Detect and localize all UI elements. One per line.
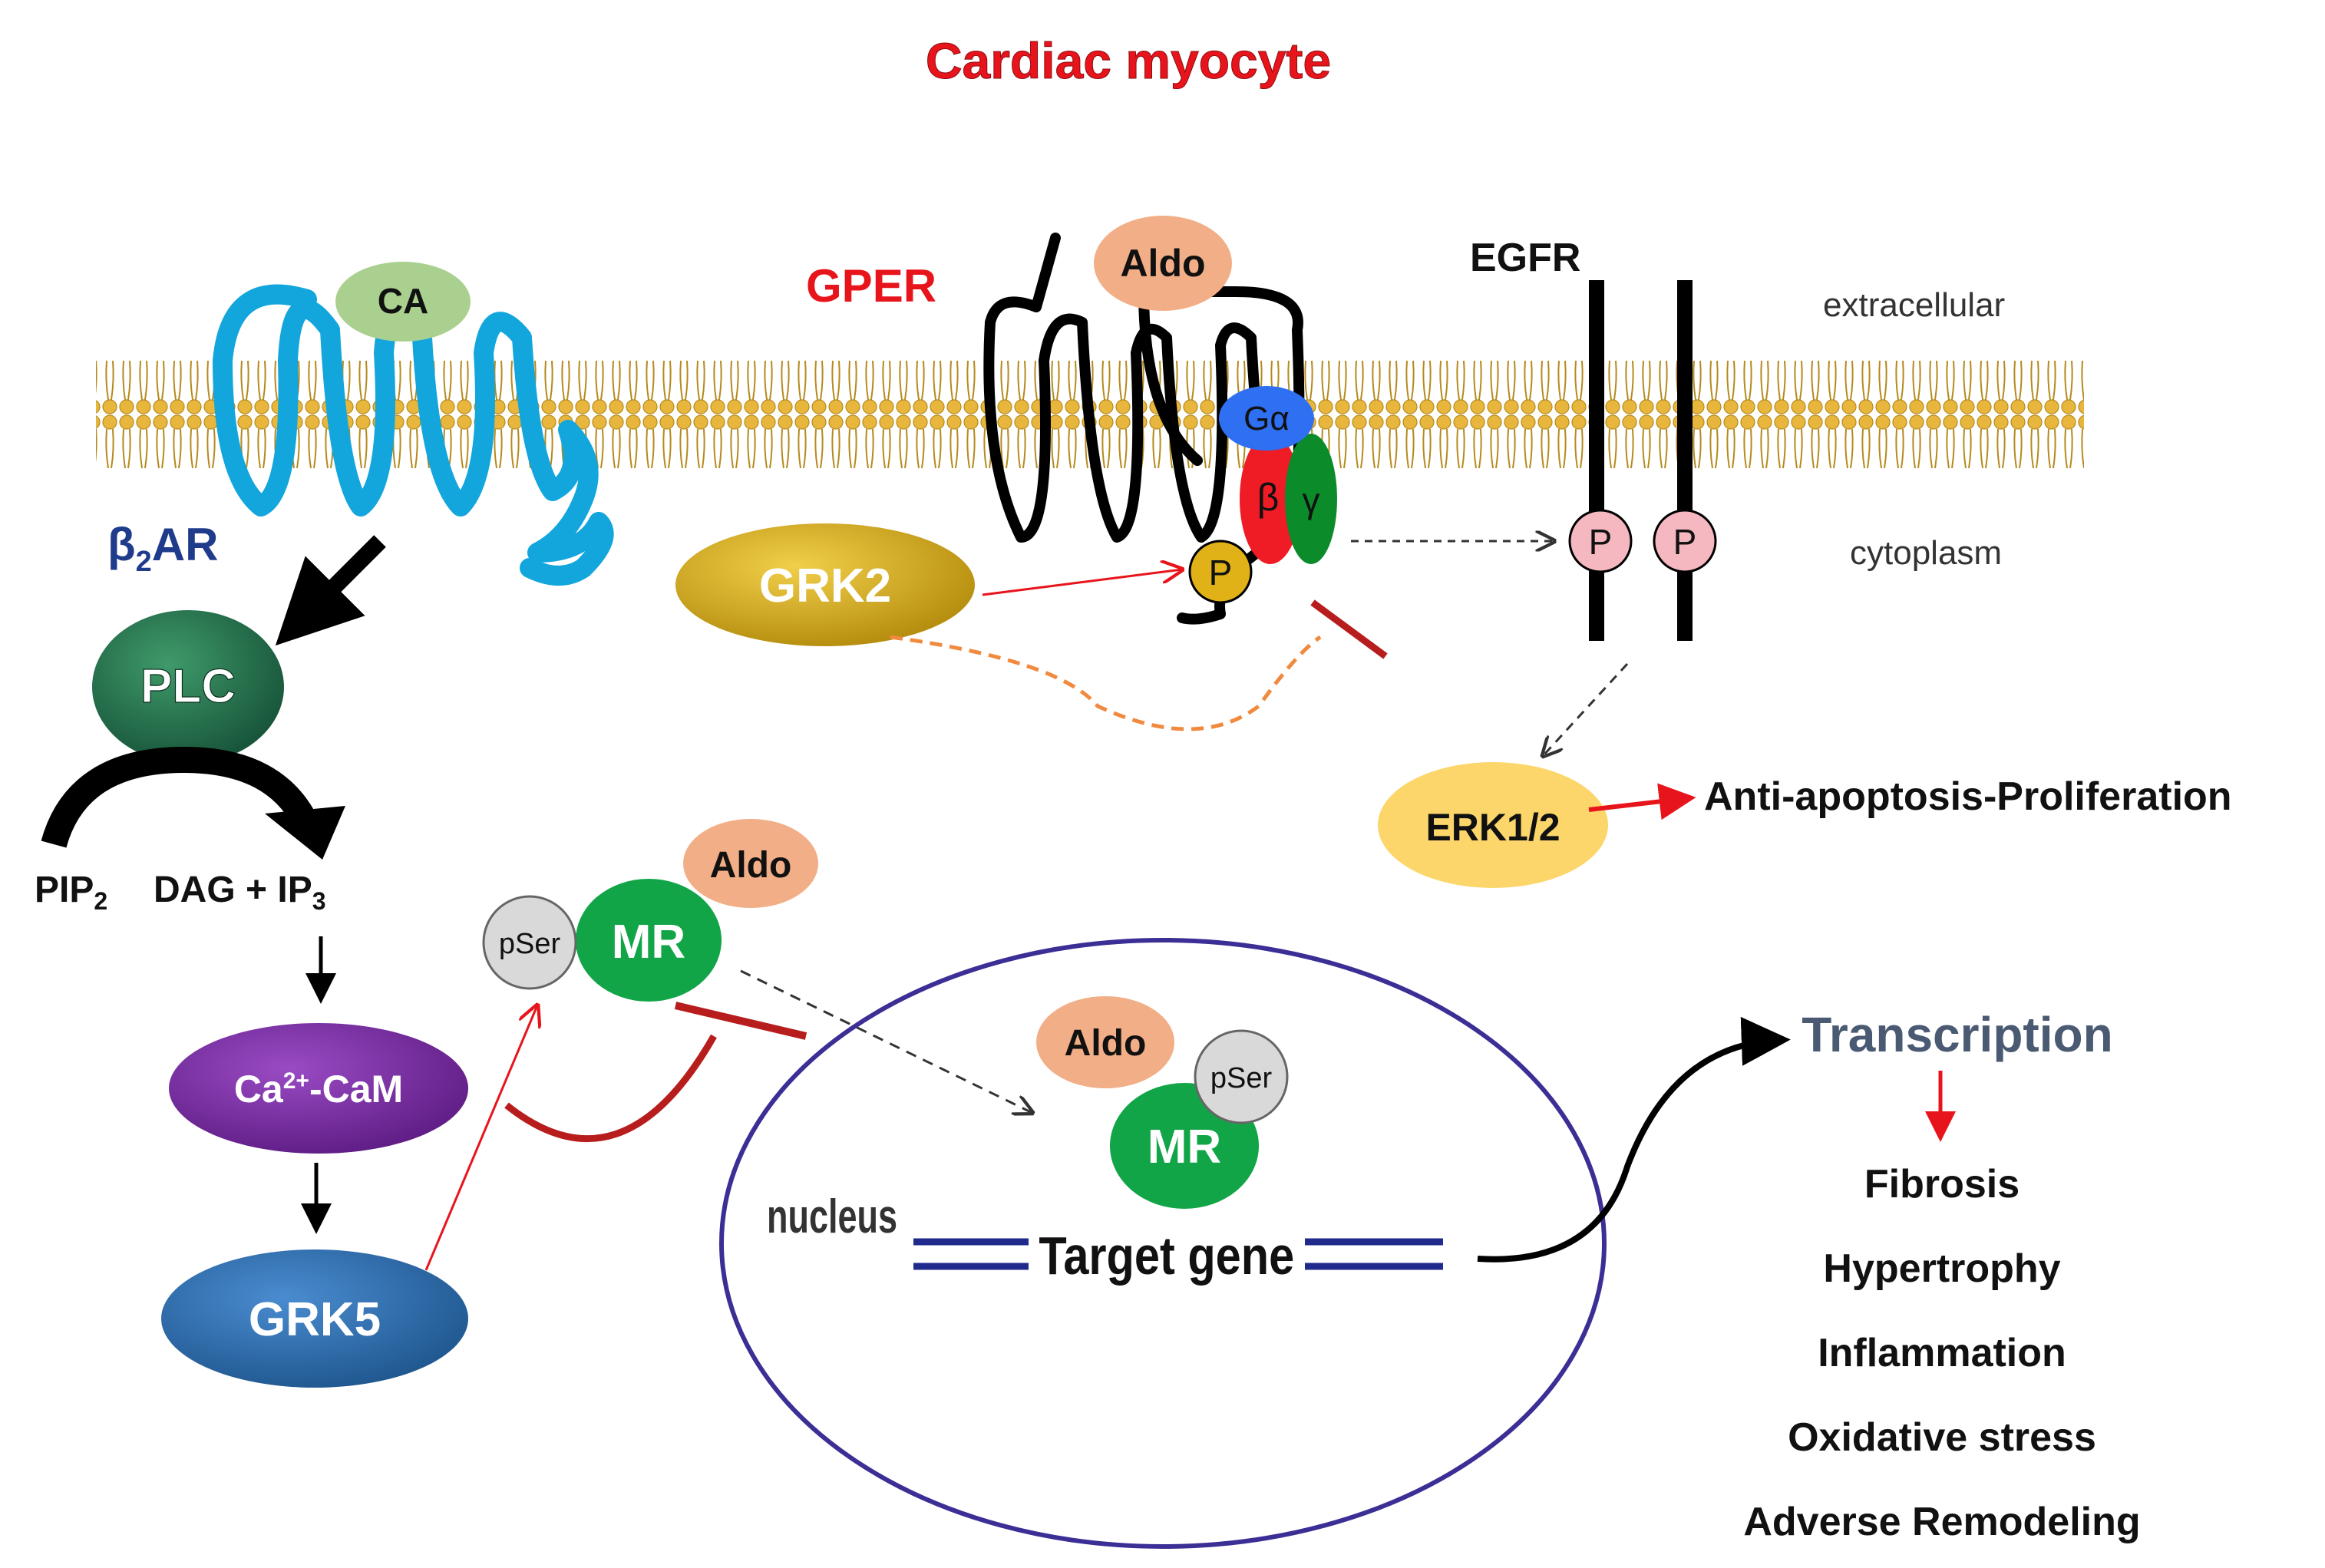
outcome-item: Oxidative stress	[1788, 1415, 2096, 1460]
mr-label: MR	[612, 916, 685, 969]
arrow-grk5-to-mr	[424, 1005, 537, 1271]
arrow-grk2-to-p	[982, 569, 1182, 596]
plc-label: PLC	[140, 660, 236, 713]
aldo-gper-label: Aldo	[1120, 242, 1205, 285]
ca-label: CA	[378, 281, 428, 321]
aldo-nuclear	[1036, 996, 1174, 1088]
ca-ligand	[335, 262, 471, 342]
pip2-conversion-arrowhead	[265, 806, 345, 860]
erk-node	[1378, 762, 1608, 888]
b2ar-receptor	[213, 284, 614, 586]
erk-label: ERK1/2	[1425, 806, 1560, 849]
arrow-b2ar-to-plc	[275, 535, 386, 646]
arrow-egfr-to-erk	[1543, 662, 1629, 756]
g-beta-label: β	[1257, 476, 1280, 519]
aldo-on-mr	[683, 819, 818, 908]
extracellular-label: extracellular	[1823, 286, 2005, 324]
cytoplasm-label: cytoplasm	[1850, 534, 2002, 572]
g-beta	[1240, 434, 1301, 564]
inhibit-grk5-mr-bar	[674, 1002, 807, 1040]
pser-on-mr-label: pSer	[499, 928, 561, 960]
aldo-gper	[1094, 216, 1232, 311]
inhibit-grk5-mr	[504, 1034, 717, 1143]
arrow-gene-to-transcription	[1477, 1016, 1791, 1263]
target-gene-label: Target gene	[1039, 1225, 1294, 1286]
pip2-conversion-arrow	[41, 746, 319, 848]
nucleus-label: nucleus	[767, 1190, 897, 1243]
p-gper	[1188, 540, 1253, 604]
p-egfr-1-label: P	[1589, 522, 1613, 562]
g-gamma	[1285, 434, 1337, 564]
gper-label: GPER	[806, 260, 936, 312]
aldo-nuclear-label: Aldo	[1065, 1023, 1147, 1064]
ca-cam-node	[169, 1023, 468, 1154]
mr-nuclear-label: MR	[1148, 1121, 1221, 1174]
inhibit-grk2-dashed	[890, 635, 1322, 731]
outcome-item: Inflammation	[1818, 1331, 2066, 1375]
b2ar-label: β2AR	[107, 519, 218, 578]
grk2-label: GRK2	[759, 560, 891, 612]
dna-strands	[913, 1238, 1443, 1270]
mr-node	[576, 879, 722, 1002]
outcome-item: Adverse Remodeling	[1743, 1500, 2140, 1544]
egfr-label: EGFR	[1470, 236, 1580, 280]
diagram-title: Cardiac myocyte	[926, 32, 1331, 89]
nucleus	[719, 938, 1607, 1549]
anti-apoptosis-label: Anti-apoptosis-Proliferation	[1704, 774, 2232, 819]
transcription-label: Transcription	[1802, 1007, 2112, 1062]
outcome-item: Hypertrophy	[1823, 1246, 2060, 1291]
grk5-node	[161, 1249, 468, 1388]
arrow-erk-to-survival	[1588, 783, 1696, 820]
dag-ip3-label: DAG + IP3	[154, 870, 326, 915]
g-alpha-label: Gα	[1243, 400, 1290, 437]
pip2-label: PIP2	[35, 870, 107, 915]
p-egfr-1	[1568, 509, 1633, 573]
p-gper-label: P	[1209, 553, 1233, 593]
ca-cam-label: Ca2+-CaM	[234, 1068, 403, 1111]
outcome-item: Fibrosis	[1864, 1162, 2020, 1207]
plc-node	[92, 610, 284, 764]
inhibit-grk2-bar	[1310, 599, 1388, 659]
aldo-on-mr-label: Aldo	[710, 845, 792, 886]
p-egfr-2	[1653, 509, 1717, 573]
p-egfr-2-label: P	[1673, 522, 1697, 562]
pser-nuclear-label: pSer	[1210, 1062, 1273, 1094]
grk5-label: GRK5	[249, 1293, 381, 1346]
g-alpha	[1219, 386, 1314, 451]
grk2-node	[675, 523, 975, 646]
g-gamma-label: γ	[1303, 480, 1320, 520]
pser-nuclear	[1194, 1029, 1289, 1124]
arrow-mr-to-nucleus	[740, 969, 1032, 1113]
pser-on-mr	[482, 895, 577, 990]
